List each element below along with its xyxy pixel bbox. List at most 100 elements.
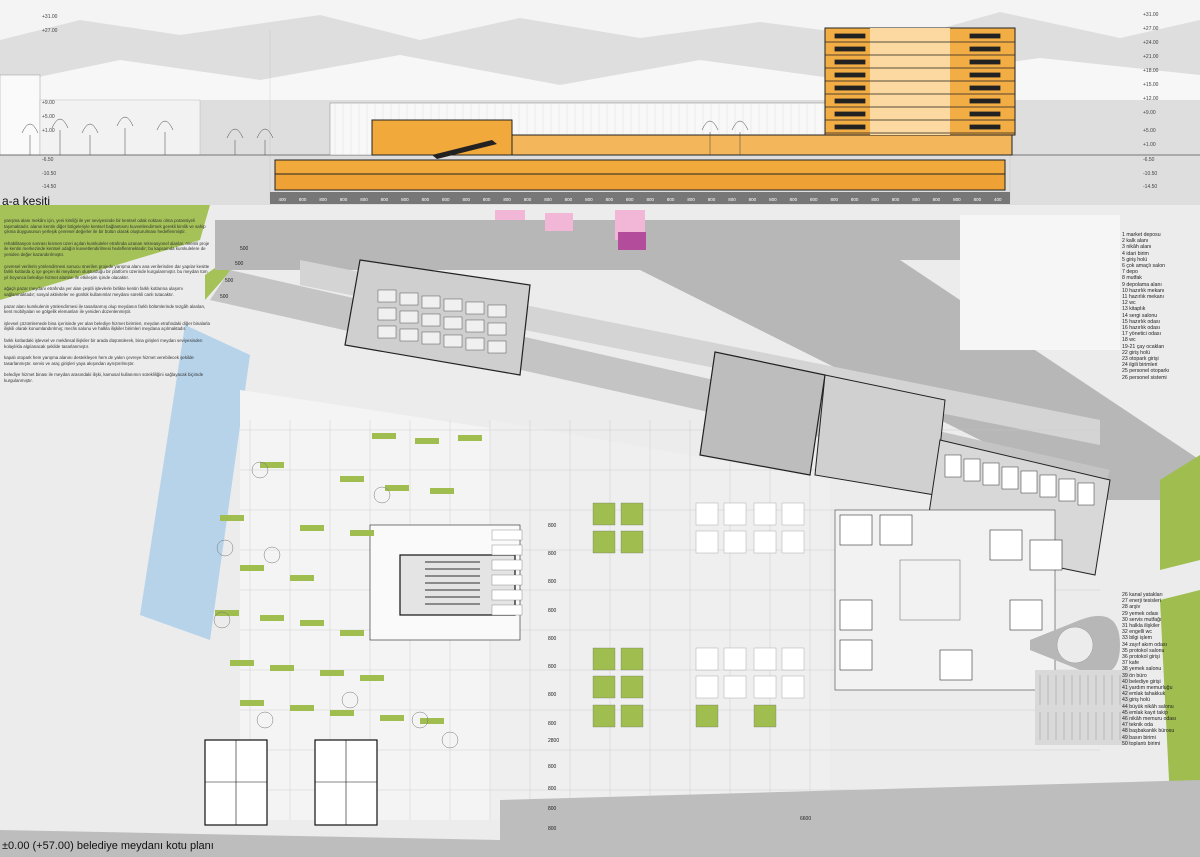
dimension-tick-label: 800	[749, 197, 757, 202]
elevation-label: +31.00	[1143, 12, 1159, 18]
lawn-strip	[340, 630, 364, 636]
description-paragraph: kapalı otopark hem yarışma alanını deste…	[4, 355, 194, 366]
lawn-strip	[270, 665, 294, 671]
roundabout-island	[1056, 626, 1094, 664]
white-plot	[695, 675, 719, 699]
plan-dimension-label: 800	[548, 692, 557, 698]
plan-dimension-label: 800	[548, 608, 557, 614]
plan-dimensions: 5005005005008008008008008008008008002800…	[220, 246, 811, 832]
green-plot	[620, 530, 644, 554]
lawn-strip	[215, 610, 239, 616]
section-hall	[371, 119, 513, 156]
dimension-tick-label: 800	[851, 197, 859, 202]
lawn-strip	[420, 718, 444, 724]
plan-dimension-label: 500	[225, 278, 234, 284]
description-paragraph: işlevsel çözümlemede bina içerisinde yer…	[4, 320, 210, 332]
legend-item: 3 nikâh alanı	[1122, 244, 1152, 251]
legend-item: 4 idari birim	[1122, 250, 1149, 257]
legend-item: 30 servis mutfağı	[1122, 616, 1162, 623]
legend-item: 26 kanal yatakları	[1122, 592, 1163, 598]
legend-item: 34 zayıf akım odası	[1122, 641, 1167, 648]
pink-patch-1	[495, 210, 525, 220]
legend-item: 47 teknik oda	[1122, 722, 1153, 729]
lawn-strip	[240, 565, 264, 571]
lawn-strip	[458, 435, 482, 441]
green-plot	[620, 647, 644, 671]
project-description: yarışma alanı mekânı için, yeni kimliği …	[4, 218, 210, 830]
plan-dimension-label: 800	[548, 826, 557, 832]
dimension-tick-label: 800	[565, 197, 573, 202]
green-plot	[592, 675, 616, 699]
dimension-tick-label: 800	[503, 197, 511, 202]
tower-core-light	[870, 28, 950, 135]
stall	[491, 589, 523, 601]
elevation-label: -10.50	[42, 171, 57, 177]
elevation-label: +31.00	[42, 14, 58, 20]
parking-stripes	[1039, 675, 1121, 740]
legend-item: 43 giriş holü	[1122, 697, 1150, 704]
plan-dimension-label: 800	[548, 551, 557, 557]
elevation-label: +9.00	[1143, 110, 1156, 116]
legend-item: 11 hazırlık mekanı	[1122, 294, 1164, 301]
description-paragraph: rehabilitasyon sonrası kısmen üzeri açıl…	[4, 240, 210, 257]
lawn-strip	[350, 530, 374, 536]
plan-title: ±0.00 (+57.00) belediye meydanı kotu pla…	[2, 840, 214, 852]
section-ground-floor	[511, 134, 1013, 156]
dimension-tick-label: 800	[483, 197, 491, 202]
block-upper-right	[960, 215, 1120, 350]
plan-dimension-label: 800	[548, 523, 557, 529]
legend-item: 31 halkla ilişkiler	[1122, 623, 1160, 630]
elevation-label: +21.00	[1143, 54, 1159, 60]
white-plot	[753, 675, 777, 699]
dimension-tick-label: 800	[871, 197, 879, 202]
white-plot	[723, 530, 747, 554]
description-paragraph: farklı kotlardaki işlevsel ve mekânsal i…	[4, 337, 203, 349]
stall	[491, 574, 523, 586]
legend-item: 17 yönetici odası	[1122, 331, 1161, 338]
tower-floor-slabs	[825, 33, 1015, 134]
green-plot	[753, 704, 777, 728]
tree-canopy	[213, 611, 231, 629]
elevation-label: +9.00	[42, 100, 55, 106]
elevation-label: +1.00	[42, 128, 55, 134]
dimension-tick-label: 800	[606, 197, 614, 202]
legend-item: 42 emlak tahakkuk	[1122, 691, 1166, 698]
legend-item: 37 kafe	[1122, 660, 1140, 667]
dimension-tick-label: 800	[319, 197, 327, 202]
grass-upper-left	[0, 205, 210, 300]
green-plot	[592, 530, 616, 554]
lawn-strip	[385, 485, 409, 491]
description-paragraph: belediye hizmet binası ile meydan arasın…	[4, 372, 204, 383]
legend-item: 9 depolama alanı	[1122, 281, 1162, 288]
plan-dimension-label: 800	[548, 664, 557, 670]
bg-building-left	[0, 74, 41, 156]
dimension-tick-label: 800	[810, 197, 818, 202]
legend-item: 18 wc	[1122, 337, 1136, 344]
park-trees	[213, 433, 482, 749]
elevation-label: +5.00	[1143, 128, 1156, 134]
plan-dimension-label: 500	[220, 294, 229, 300]
plan-dimension-label: 800	[548, 786, 557, 792]
lawn-strip	[415, 438, 439, 444]
tree-canopy	[373, 486, 391, 504]
section-title: a-a kesiti	[2, 194, 51, 208]
white-plot	[781, 647, 805, 671]
lawn-strip	[240, 700, 264, 706]
white-plot	[781, 675, 805, 699]
white-plot	[781, 502, 805, 526]
elevation-label: +15.00	[1143, 82, 1159, 88]
legend-item: 8 mutfak	[1122, 275, 1142, 282]
elevation-label: -6.50	[1143, 157, 1155, 163]
bg-building-left-2	[39, 99, 201, 156]
section-basement-1	[274, 159, 1006, 175]
purple-patch	[618, 232, 646, 250]
description-paragraph: çevresel verilerin yönlendirmesi sonucu …	[4, 263, 210, 280]
white-plot	[695, 647, 719, 671]
lawn-strip	[220, 515, 244, 521]
legend-item: 14 sergi salonu	[1122, 312, 1158, 319]
legend-item: 33 bilgi işlem	[1122, 635, 1152, 642]
elevation-label: +27.00	[1143, 26, 1159, 32]
white-plot	[723, 647, 747, 671]
